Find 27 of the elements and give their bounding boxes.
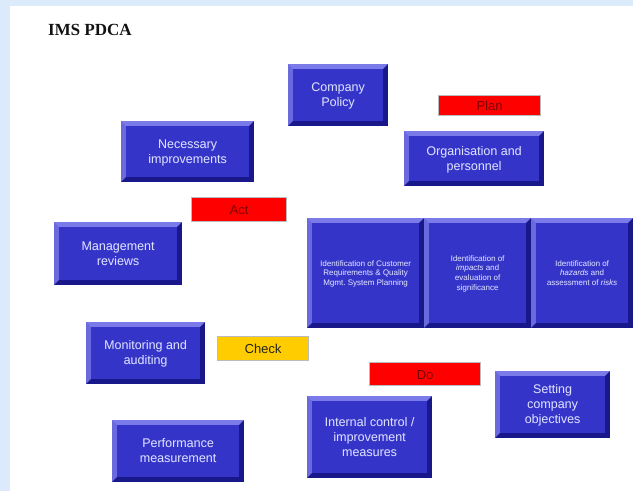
phase-label: Plan — [438, 95, 541, 116]
process-box — [288, 64, 388, 126]
process-box — [54, 222, 182, 285]
process-box — [495, 371, 610, 438]
process-box — [531, 218, 633, 328]
box-text: Organisation and personnel — [425, 144, 523, 174]
box-text: Identification of impacts and evaluation of significance — [450, 254, 506, 292]
box-text: Monitoring and auditing — [103, 338, 188, 368]
box-text: Management reviews — [80, 238, 156, 268]
process-box — [307, 396, 432, 478]
phase-label: Do — [369, 362, 481, 386]
box-text: Setting company objectives — [524, 382, 582, 427]
box-text: Performance measurement — [138, 436, 218, 466]
process-box — [424, 218, 531, 328]
title: IMS PDCA — [48, 20, 132, 40]
phase-label: Act — [191, 197, 287, 222]
phase-label: Check — [217, 336, 309, 361]
process-box — [86, 322, 205, 384]
process-box — [112, 420, 244, 482]
box-text: Internal control / improvement measures — [324, 414, 416, 460]
process-box — [307, 218, 424, 328]
box-text: Identification of Customer Requirements & Quality Mgmt. System Planning — [320, 258, 411, 288]
box-text: Company Policy — [310, 80, 366, 110]
box-text: Necessary improvements — [147, 136, 228, 166]
box-text: Identification of hazards and assessment of risks — [546, 258, 618, 288]
process-box — [121, 121, 254, 182]
process-box — [404, 131, 544, 186]
